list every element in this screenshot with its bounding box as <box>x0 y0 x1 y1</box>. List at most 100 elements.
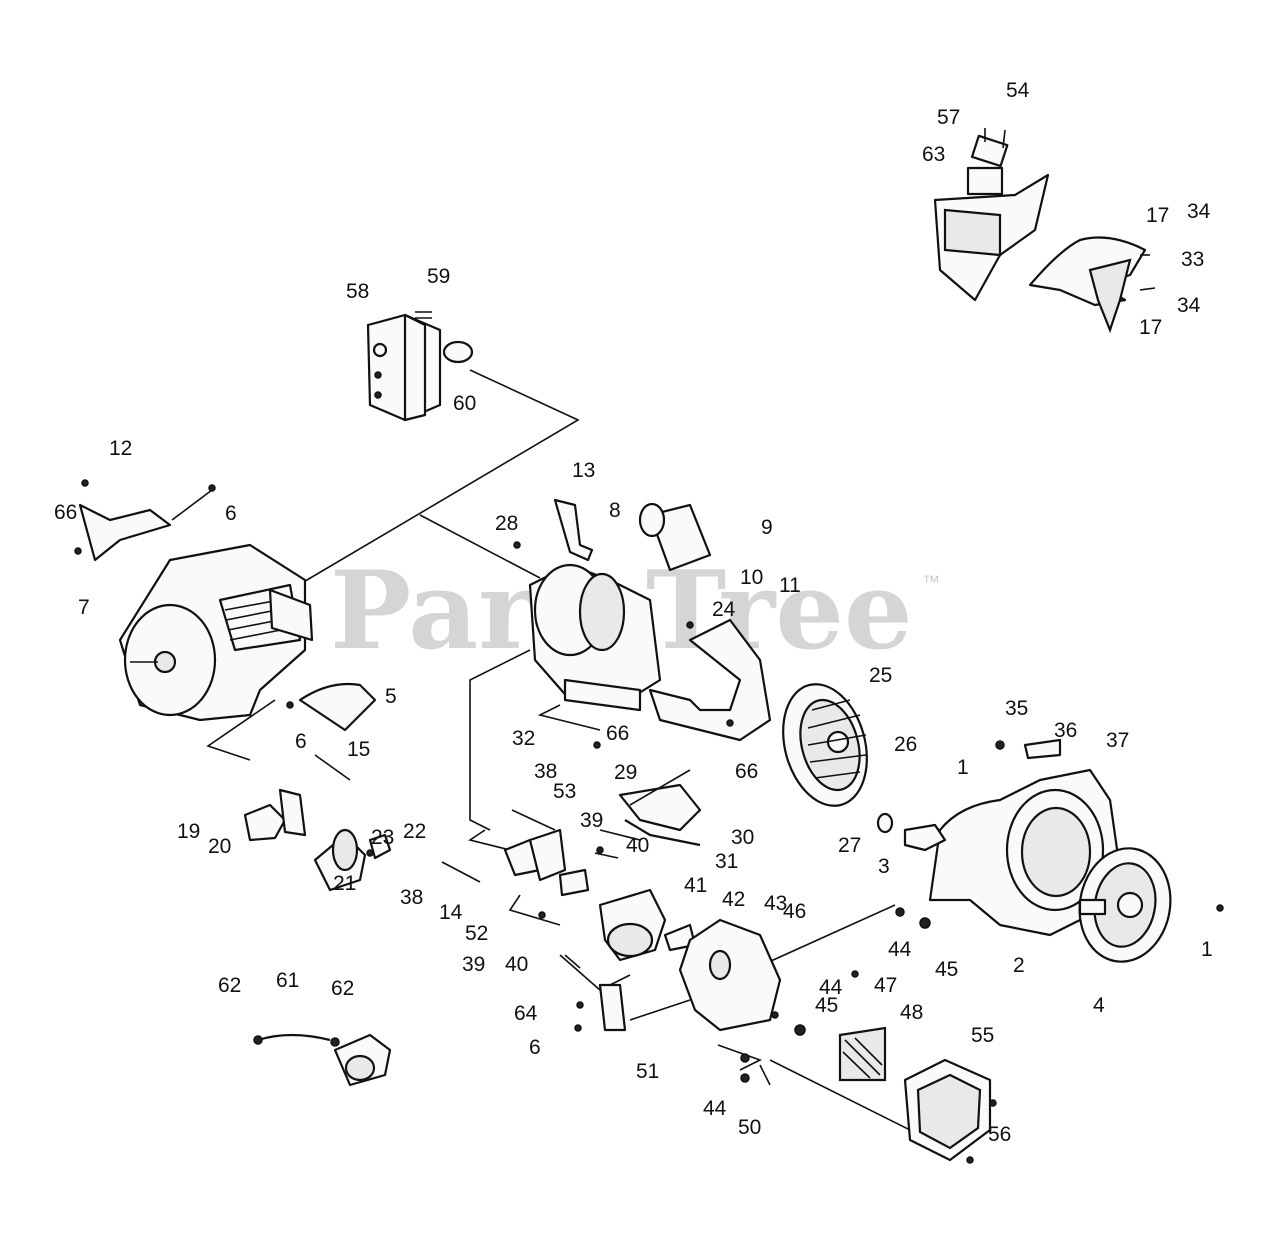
callout: 43 <box>764 892 787 915</box>
callout: 40 <box>626 834 649 857</box>
callout: 25 <box>869 664 892 687</box>
callout: 62 <box>331 977 354 1000</box>
callout: 15 <box>347 738 370 761</box>
callout: 56 <box>988 1123 1011 1146</box>
engine-block <box>78 489 314 722</box>
callout: 66 <box>54 501 77 524</box>
callout: 1 <box>957 756 969 779</box>
callout: 21 <box>333 872 356 895</box>
air-cleaner-base <box>678 918 782 1032</box>
hardware-fasteners <box>74 479 1224 1164</box>
callout: 44 <box>703 1097 727 1120</box>
watermark-trademark: ™ <box>922 572 940 592</box>
callout: 11 <box>779 574 801 597</box>
callout: 44 <box>819 976 843 999</box>
callout: 50 <box>738 1116 761 1139</box>
callout: 10 <box>740 566 763 589</box>
fan-housing-bracket <box>648 618 772 742</box>
callout: 39 <box>462 953 485 976</box>
intake-gaskets <box>503 828 590 897</box>
callout: 29 <box>614 761 637 784</box>
callout: 58 <box>346 280 369 303</box>
callout: 23 <box>371 826 394 849</box>
callout: 31 <box>715 850 738 873</box>
fuel-line-assembly <box>257 1033 392 1087</box>
callout: 24 <box>712 598 736 621</box>
flywheel <box>782 683 894 834</box>
callout: 13 <box>572 459 595 482</box>
governor-linkage <box>618 769 702 832</box>
oil-filter-assembly <box>243 788 392 892</box>
callout: 46 <box>783 900 806 923</box>
callout: 40 <box>505 953 528 976</box>
callout: 48 <box>900 1001 923 1024</box>
callout: 53 <box>553 780 576 803</box>
recoil-starter <box>1078 847 1172 963</box>
callout: 34 <box>1187 200 1211 223</box>
callout: 17 <box>1146 204 1169 227</box>
callout: 30 <box>731 826 754 849</box>
cooling-plate <box>903 823 947 852</box>
alternator-assembly <box>528 498 712 712</box>
callout: 66 <box>735 760 758 783</box>
callout: 14 <box>439 901 463 924</box>
air-filter-element <box>838 1026 887 1082</box>
callout: 44 <box>888 938 912 961</box>
callout: 59 <box>427 265 450 288</box>
carburetor <box>598 819 701 962</box>
callout: 4 <box>1093 994 1105 1017</box>
callout: 6 <box>529 1036 541 1059</box>
callout: 55 <box>971 1024 994 1047</box>
callout: 52 <box>465 922 488 945</box>
callout: 28 <box>495 512 518 535</box>
callout: 57 <box>937 106 960 129</box>
callout: 45 <box>935 958 958 981</box>
blower-housing <box>928 738 1122 937</box>
callout: 37 <box>1106 729 1129 752</box>
callout: 38 <box>534 760 557 783</box>
callout: 3 <box>878 855 890 878</box>
callout: 60 <box>453 392 476 415</box>
air-cleaner-cover <box>903 1058 992 1162</box>
callout: 54 <box>1006 79 1030 102</box>
callout: 39 <box>580 809 603 832</box>
callout: 47 <box>874 974 897 997</box>
callout: 33 <box>1181 248 1204 271</box>
callout: 38 <box>400 886 423 909</box>
callout: 41 <box>684 874 707 897</box>
callout: 12 <box>109 437 132 460</box>
callout: 9 <box>761 516 773 539</box>
callout: 45 <box>815 994 838 1017</box>
callout: 64 <box>514 1002 538 1025</box>
callout: 51 <box>636 1060 659 1083</box>
callout: 35 <box>1005 697 1028 720</box>
leader-lines <box>206 369 941 1146</box>
callout: 8 <box>609 499 621 522</box>
callout: 36 <box>1054 719 1077 742</box>
callout: 34 <box>1177 294 1201 317</box>
callout: 1 <box>1201 938 1213 961</box>
shroud-assembly <box>933 128 1050 302</box>
callout: 22 <box>403 820 426 843</box>
callout: 19 <box>177 820 200 843</box>
control-box <box>366 311 474 422</box>
callout: 20 <box>208 835 231 858</box>
callout: 42 <box>722 888 745 911</box>
callout: 27 <box>838 834 861 857</box>
callout: 6 <box>225 502 237 525</box>
callout: 63 <box>922 143 945 166</box>
oil-pan-cover <box>298 682 377 732</box>
callout: 66 <box>606 722 629 745</box>
callout: 6 <box>295 730 307 753</box>
callout: 5 <box>385 685 397 708</box>
callout: 26 <box>894 733 917 756</box>
bracket-assembly <box>1028 236 1156 334</box>
callout-labels: 54 57 63 17 34 33 34 17 58 59 60 12 66 6… <box>54 79 1213 1146</box>
callout: 2 <box>1013 954 1025 977</box>
callout: 32 <box>512 727 535 750</box>
callout: 61 <box>276 969 299 992</box>
callout: 7 <box>78 596 90 619</box>
callout: 62 <box>218 974 241 997</box>
carburetor-bracket <box>598 983 627 1032</box>
